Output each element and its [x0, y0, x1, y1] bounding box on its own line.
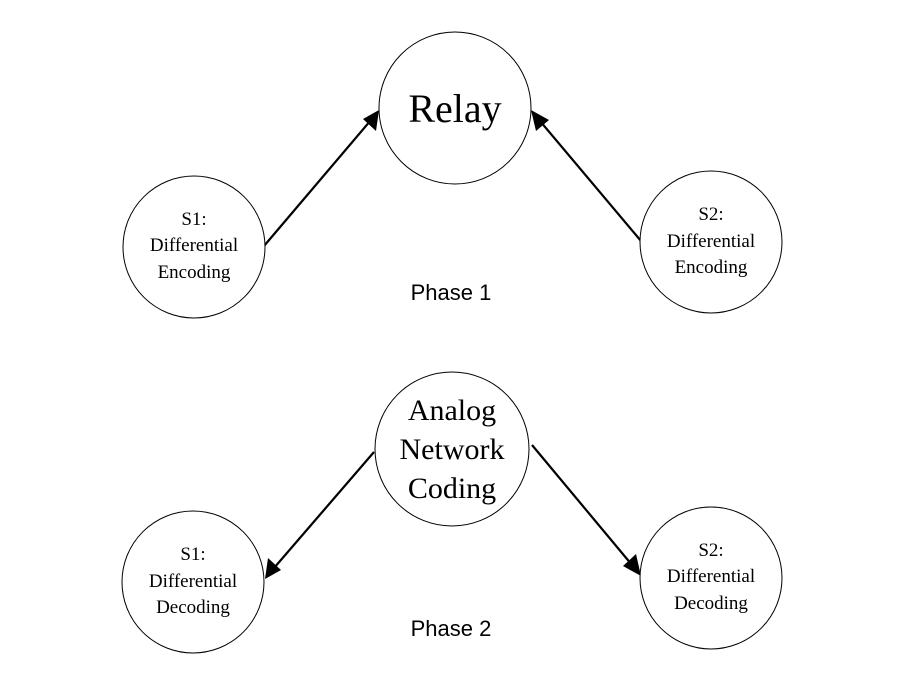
s1-decoding-label-line2: Differential — [149, 571, 237, 592]
anc-label-line3: Coding — [408, 472, 496, 505]
edge-s2-to-relay — [539, 120, 642, 242]
s1-decoding-label-line3: Decoding — [156, 597, 230, 618]
anc-label-line1: Analog — [408, 394, 496, 427]
edge-anc-to-s2 — [531, 444, 633, 566]
s1-encoding-label-line2: Differential — [150, 235, 238, 256]
relay-label: Relay — [408, 86, 501, 131]
edge-anc-to-s1 — [273, 451, 375, 569]
s1-encoding-node — [122, 175, 266, 319]
s2-encoding-label-line2: Differential — [667, 231, 755, 252]
phase1-group: Relay S1: Differential Encoding S2: Diff… — [122, 31, 783, 319]
edge-s1-to-relay — [263, 119, 372, 247]
arrowhead-s1-to-relay — [363, 110, 379, 131]
arrowhead-anc-to-s2 — [623, 554, 641, 576]
analog-network-coding-node — [374, 371, 530, 527]
phase2-caption: Phase 2 — [411, 616, 492, 641]
anc-label-line2: Network — [400, 433, 505, 466]
relay-node — [378, 31, 532, 185]
s1-encoding-label-line1: S1: — [181, 209, 206, 230]
s1-decoding-label-line1: S1: — [180, 544, 205, 565]
s1-encoding-label-line3: Encoding — [158, 262, 231, 283]
s2-encoding-label-line3: Encoding — [675, 257, 748, 278]
s2-decoding-node — [639, 506, 783, 650]
phase2-group: Analog Network Coding S1: Differential D… — [121, 371, 783, 654]
s2-encoding-node — [639, 170, 783, 314]
s2-encoding-label-line1: S2: — [698, 204, 723, 225]
s2-decoding-label-line3: Decoding — [674, 593, 748, 614]
s2-decoding-label-line2: Differential — [667, 566, 755, 587]
s2-decoding-label-line1: S2: — [698, 540, 723, 561]
s1-decoding-node — [121, 510, 265, 654]
arrowhead-anc-to-s1 — [265, 558, 281, 579]
arrowhead-s2-to-relay — [531, 110, 549, 131]
phase1-caption: Phase 1 — [411, 280, 492, 305]
